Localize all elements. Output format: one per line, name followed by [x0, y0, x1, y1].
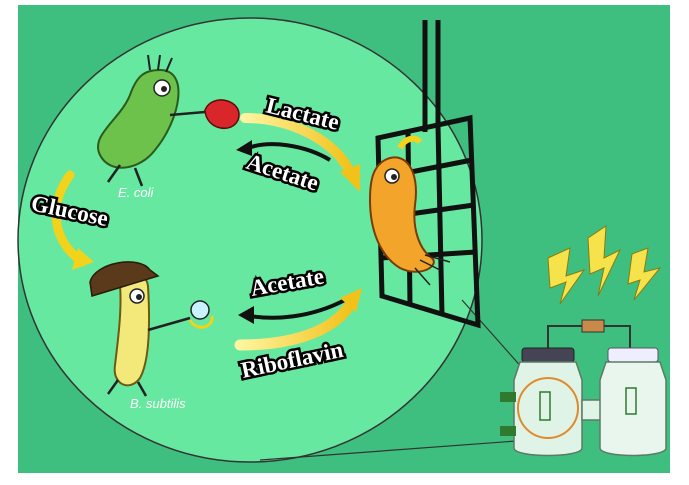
label-bsubtilis: B. subtilis — [130, 396, 186, 411]
label-ecoli: E. coli — [118, 185, 155, 200]
